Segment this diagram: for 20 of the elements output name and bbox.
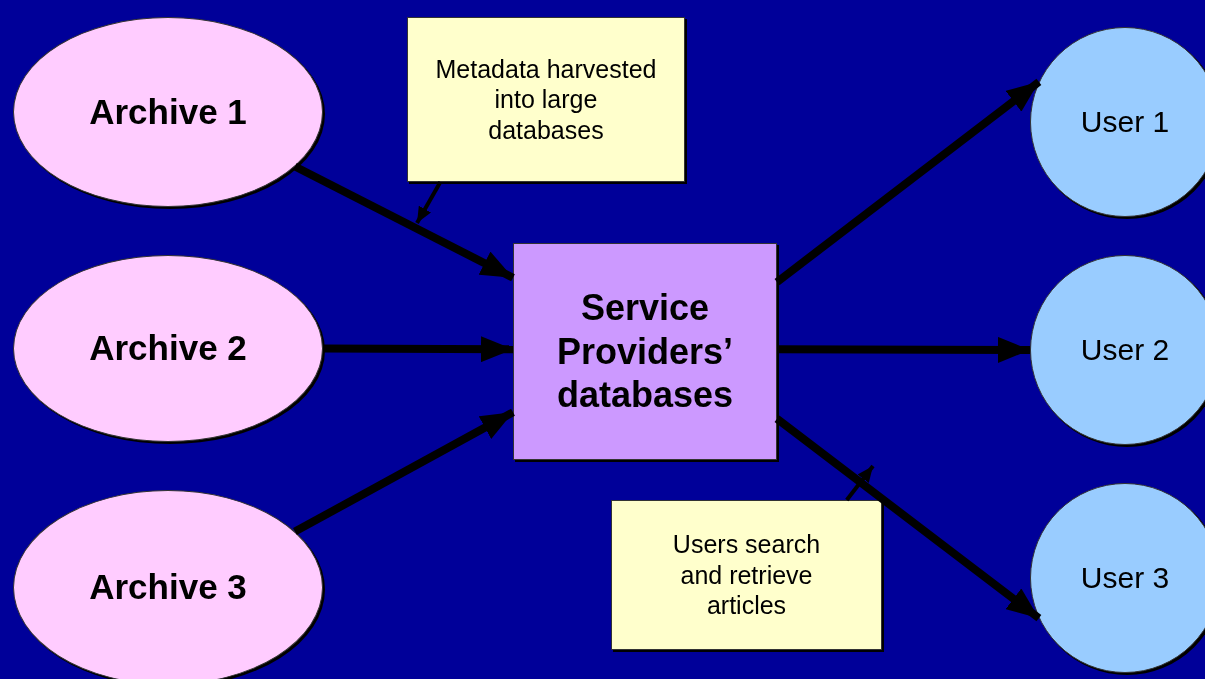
leader-line xyxy=(415,181,443,224)
node-label: Service Providers’ databases xyxy=(555,285,735,418)
node-label: User 2 xyxy=(1080,331,1170,368)
node-label: Metadata harvested into large databases xyxy=(434,53,658,146)
arrow xyxy=(293,162,515,282)
service-box xyxy=(513,243,777,460)
node-label: Users search and retrieve articles xyxy=(671,529,822,621)
arrow xyxy=(774,78,1042,286)
arrow xyxy=(323,336,513,363)
node-label: Archive 1 xyxy=(89,90,247,133)
arrow xyxy=(777,336,1030,363)
note-box xyxy=(407,17,685,182)
node-label: User 3 xyxy=(1080,559,1170,596)
node-label: Archive 3 xyxy=(89,566,247,609)
node-label: User 1 xyxy=(1080,103,1170,140)
arrow xyxy=(293,408,515,536)
arrow xyxy=(774,415,1042,622)
note-box xyxy=(611,500,882,650)
leader-line xyxy=(845,464,875,502)
node-label: Archive 2 xyxy=(89,327,247,370)
